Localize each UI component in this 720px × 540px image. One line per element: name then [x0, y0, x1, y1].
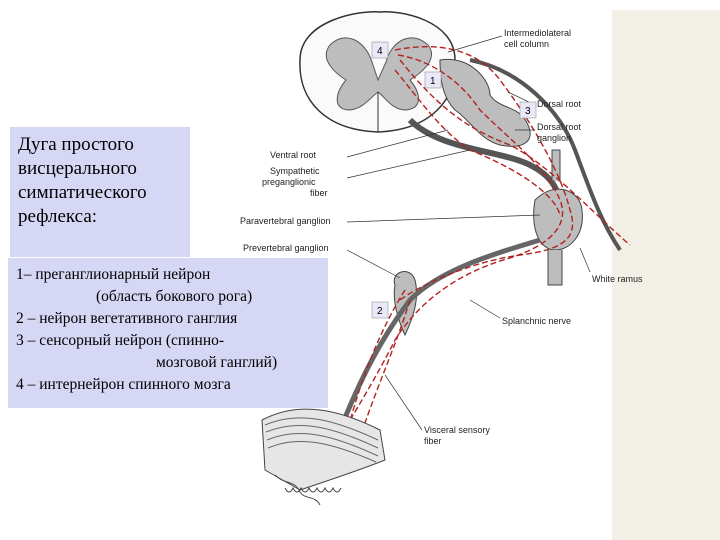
- sympathetic-chain-upper: [551, 149, 561, 182]
- title-box: Дуга простого висцерального симпатическо…: [10, 127, 190, 257]
- marker-4-box: [371, 41, 389, 59]
- spinal-nerve: [469, 58, 622, 252]
- label-dorsal-root: Dorsal root: [537, 99, 582, 109]
- marker-2-box: [371, 301, 389, 319]
- label-ventral-root: Ventral root: [270, 150, 317, 160]
- paravertebral-ganglion: [533, 188, 583, 251]
- marker-1-box: [424, 71, 442, 89]
- label-white-ramus: White ramus: [592, 274, 643, 284]
- legend-item-4: 4 – интернейрон спинного мозга: [16, 376, 231, 393]
- page-edge: [612, 10, 720, 540]
- title-line-2: висцерального: [18, 158, 137, 179]
- label-sympathetic-1: Sympathetic: [270, 166, 320, 176]
- dorsal-root-ganglion: [439, 58, 531, 147]
- legend-item-1b: (область бокового рога): [96, 288, 253, 305]
- label-paravertebral: Paravertebral ganglion: [240, 216, 331, 226]
- marker-3-box: [519, 101, 537, 119]
- marker-3: 3: [525, 106, 531, 117]
- title-line-3: симпатического: [18, 182, 147, 203]
- label-visceral-1: Visceral sensory: [424, 425, 490, 435]
- label-intermediolateral: Intermediolateral: [504, 28, 571, 38]
- legend-item-2: 2 – нейрон вегетативного ганглия: [16, 310, 238, 327]
- legend-box: 1– преганглионарный нейрон (область боко…: [8, 258, 328, 408]
- legend-item-3b: мозговой ганглий): [156, 354, 278, 371]
- sympathetic-chain: [547, 250, 563, 286]
- label-splanchnic: Splanchnic nerve: [502, 316, 571, 326]
- label-cell-column: cell column: [504, 39, 549, 49]
- title-line-4: рефлекса:: [18, 206, 98, 227]
- legend-item-3a: 3 – сенсорный нейрон (спинно-: [16, 332, 225, 349]
- label-visceral-2: fiber: [424, 436, 442, 446]
- label-prevertebral: Prevertebral ganglion: [243, 243, 329, 253]
- splanchnic-nerve: [337, 237, 541, 431]
- title-line-1: Дуга простого: [18, 134, 134, 155]
- label-dorsal-root-ganglion-2: ganglion: [537, 133, 571, 143]
- label-sympathetic-2: preganglionic: [262, 177, 316, 187]
- marker-4: 4: [377, 46, 383, 57]
- label-dorsal-root-ganglion-1: Dorsal root: [537, 122, 582, 132]
- visceral-tissue: [261, 408, 386, 506]
- legend-item-1a: 1– преганглионарный нейрон: [16, 266, 211, 283]
- marker-1: 1: [430, 76, 436, 87]
- marker-2: 2: [377, 306, 383, 317]
- label-sympathetic-3: fiber: [310, 188, 328, 198]
